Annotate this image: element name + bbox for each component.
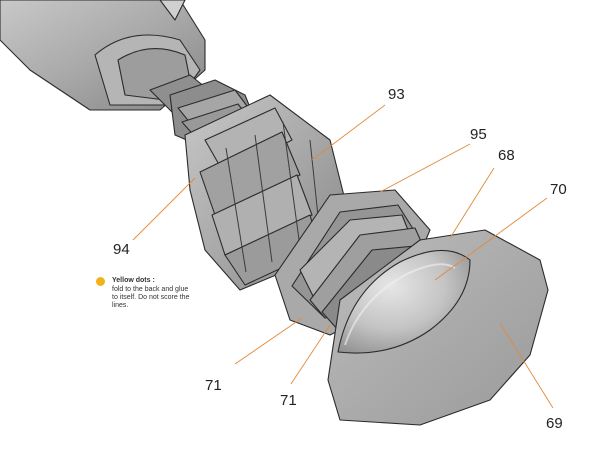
leader-68	[449, 167, 495, 239]
callout-numbers: 93 95 68 70 94 71 71 69	[113, 86, 567, 432]
callout-95: 95	[470, 126, 487, 143]
leader-93	[311, 104, 386, 161]
leader-69	[499, 322, 554, 409]
yellow-dot-icon	[96, 277, 105, 286]
scope-eyecup	[327, 229, 549, 426]
leader-95	[379, 143, 471, 193]
leader-94	[132, 177, 196, 241]
leader-lines	[132, 104, 554, 409]
callout-70: 70	[550, 181, 567, 198]
callout-71-right: 71	[280, 392, 297, 409]
callout-94: 94	[113, 241, 130, 258]
leader-71a	[234, 317, 303, 365]
note-title: Yellow dots :	[112, 277, 155, 284]
callout-69: 69	[546, 415, 563, 432]
callout-71-left: 71	[205, 377, 222, 394]
callout-93: 93	[388, 86, 405, 103]
leader-70	[434, 197, 548, 281]
scope-body-upper	[0, 0, 216, 121]
callout-68: 68	[498, 147, 515, 164]
note-text: fold to the back and glue to itself. Do …	[112, 286, 190, 309]
leader-71b	[290, 324, 331, 385]
